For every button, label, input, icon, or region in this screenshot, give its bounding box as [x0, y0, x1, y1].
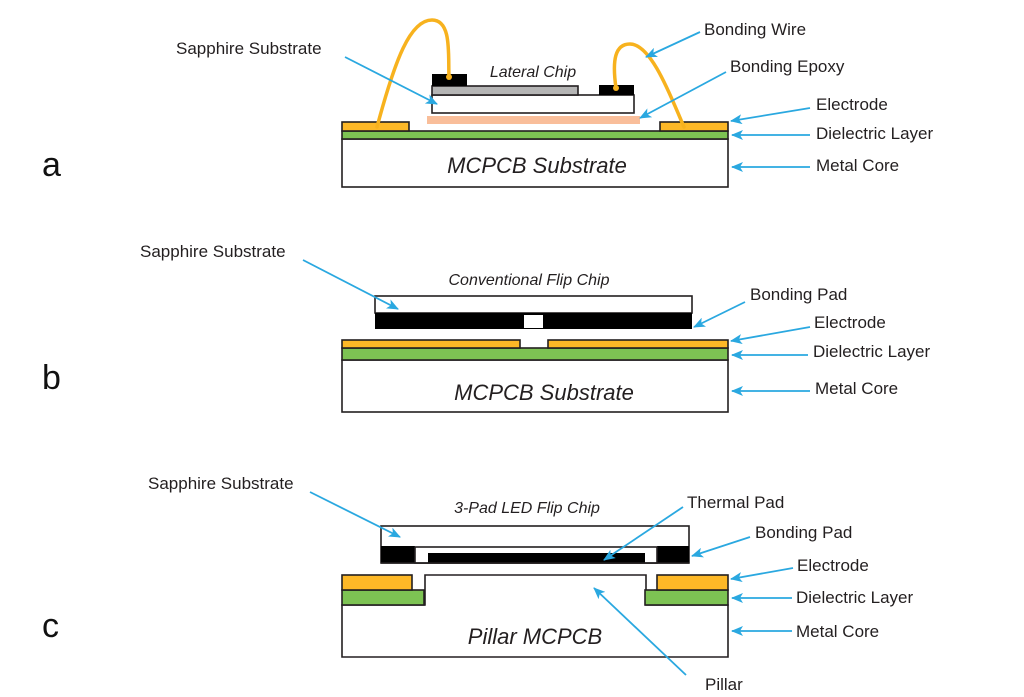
- label-pillar: Pillar: [705, 675, 743, 694]
- label-metal-core-a: Metal Core: [816, 156, 899, 175]
- panel-letter-c: c: [42, 607, 59, 645]
- leader-electrode-c: [730, 567, 794, 583]
- leader-pillar: [593, 587, 687, 676]
- chip-title-c: 3-Pad LED Flip Chip: [454, 500, 600, 517]
- label-bonding-epoxy: Bonding Epoxy: [730, 57, 845, 76]
- leader-electrode-b: [730, 326, 811, 345]
- label-bonding-wire: Bonding Wire: [704, 20, 806, 39]
- panel-a: a MCPCB Substrate Lateral Chip Sapphire …: [42, 18, 933, 188]
- leader-bonding-pad-c: [691, 536, 751, 558]
- leader-bonding-wire: [645, 31, 701, 58]
- dielectric-right-c: [644, 589, 729, 606]
- pad-gap-b: [524, 315, 543, 328]
- electrode-left-b: [341, 339, 521, 349]
- leader-bonding-epoxy: [639, 71, 727, 119]
- wire-ball-left: [446, 74, 452, 80]
- metal-core-a: [341, 138, 729, 188]
- leader-sapphire-a: [344, 56, 438, 105]
- sapphire-substrate-a: [431, 94, 635, 114]
- thermal-pad-c: [428, 553, 645, 563]
- bonding-pad-left-c: [381, 546, 415, 563]
- substrate-title-a: MCPCB Substrate: [447, 153, 627, 178]
- dielectric-left-c: [341, 589, 425, 606]
- leader-bonding-pad-b: [693, 301, 746, 328]
- gray-trace-a: [431, 85, 579, 96]
- substrate-title-b: MCPCB Substrate: [454, 380, 634, 405]
- panel-c: c Pillar MCPCB 3-Pad LED Flip Chip Sapph…: [42, 474, 913, 694]
- label-dielectric-c: Dielectric Layer: [796, 588, 913, 607]
- electrode-right-c: [656, 574, 729, 591]
- label-sapphire-c: Sapphire Substrate: [148, 474, 294, 493]
- label-thermal-pad: Thermal Pad: [687, 493, 784, 512]
- electrode-right-a: [659, 121, 729, 132]
- chip-title-b: Conventional Flip Chip: [449, 272, 610, 289]
- electrode-left-c: [341, 574, 413, 591]
- label-dielectric-b: Dielectric Layer: [813, 342, 930, 361]
- chip-title-a: Lateral Chip: [490, 64, 576, 81]
- leader-electrode-a: [730, 107, 811, 125]
- metal-core-b: [341, 359, 729, 413]
- substrate-title-c: Pillar MCPCB: [468, 624, 602, 649]
- panel-b: b MCPCB Substrate Conventional Flip Chip…: [42, 242, 930, 413]
- leader-sapphire-c: [309, 491, 401, 538]
- electrode-right-b: [547, 339, 729, 349]
- label-electrode-c: Electrode: [797, 556, 869, 575]
- label-electrode-b: Electrode: [814, 313, 886, 332]
- dielectric-layer-a: [341, 130, 729, 140]
- label-electrode-a: Electrode: [816, 95, 888, 114]
- leader-sapphire-b: [302, 259, 399, 310]
- bonding-pad-right-c: [657, 546, 689, 563]
- panel-letter-b: b: [42, 359, 61, 397]
- bond-pad-left-a: [432, 74, 467, 86]
- dielectric-layer-b: [341, 347, 729, 361]
- leader-thermal-pad: [603, 506, 684, 561]
- label-sapphire-a: Sapphire Substrate: [176, 39, 322, 58]
- bonding-wire-right: [612, 42, 686, 129]
- label-bonding-pad-b: Bonding Pad: [750, 285, 847, 304]
- label-metal-core-b: Metal Core: [815, 379, 898, 398]
- label-dielectric-a: Dielectric Layer: [816, 124, 933, 143]
- bonding-epoxy: [427, 116, 640, 124]
- label-bonding-pad-c: Bonding Pad: [755, 523, 852, 542]
- label-sapphire-b: Sapphire Substrate: [140, 242, 286, 261]
- panel-letter-a: a: [42, 146, 61, 184]
- sapphire-substrate-b: [374, 295, 693, 314]
- label-metal-core-c: Metal Core: [796, 622, 879, 641]
- wire-ball-right: [613, 85, 619, 91]
